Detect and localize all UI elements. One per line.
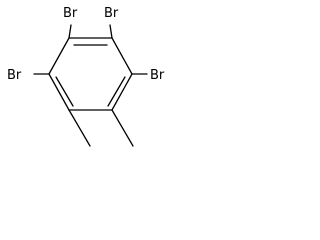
- atom-label-br-right: Br: [150, 68, 165, 83]
- atom-label-br-top-left: Br: [63, 6, 78, 21]
- ring-bond-c3-c4: [111, 73, 133, 111]
- atom-labels: Br Br Br Br: [7, 6, 165, 83]
- ring-double-bond-right: [107, 76, 126, 107]
- ring-bond-c5-c6: [48, 73, 70, 111]
- methyl-left-bond: [68, 109, 91, 147]
- chemical-structure-diagram: Br Br Br Br: [7, 6, 165, 147]
- ring-bond-c6-c1: [48, 37, 70, 75]
- bond-c1-br-top-left: [68, 24, 72, 39]
- methyl-right-bond: [111, 109, 134, 147]
- substituent-bonds: [33, 24, 148, 147]
- ring-double-bond-left: [55, 76, 74, 107]
- bond-c2-br-top-right: [109, 24, 113, 39]
- benzene-ring: [48, 37, 133, 111]
- ring-bond-c2-c3: [111, 37, 133, 75]
- atom-label-br-top-right: Br: [104, 6, 119, 21]
- atom-label-br-left: Br: [7, 68, 22, 83]
